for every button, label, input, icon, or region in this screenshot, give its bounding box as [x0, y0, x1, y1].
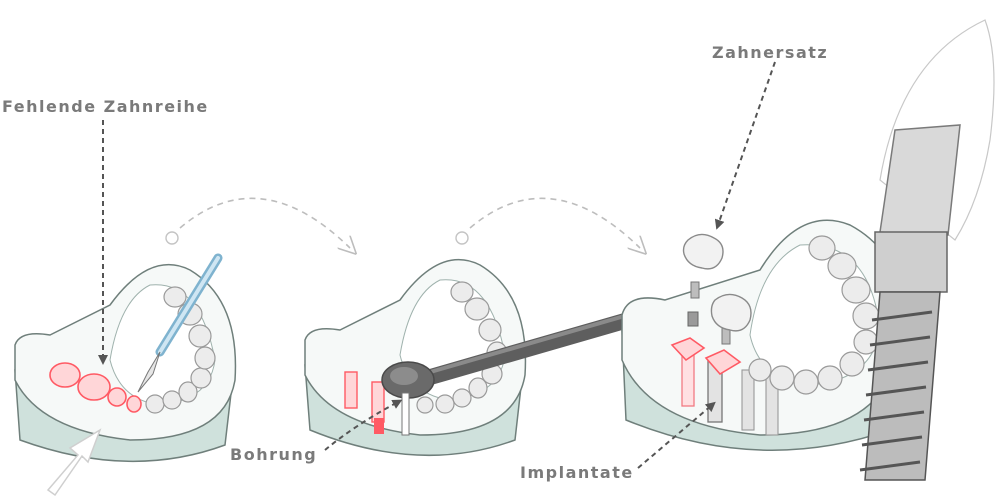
label-missing-teeth: Fehlende Zahnreihe	[2, 97, 209, 116]
transition-arrow-2	[455, 197, 640, 248]
label-implants: Implantate	[520, 463, 634, 482]
implant-closeup-icon	[859, 19, 995, 481]
perspective-arrow	[46, 428, 102, 497]
transition-arrow-1	[165, 197, 350, 248]
denture-callout-arrow	[714, 61, 776, 230]
label-drilling: Bohrung	[230, 445, 317, 464]
missing-tooth-row	[49, 362, 142, 413]
crown-teeth	[682, 233, 752, 332]
remaining-teeth-stage-2	[416, 281, 508, 414]
remaining-teeth-stage-3	[748, 235, 880, 395]
implants-callout-arrow	[637, 401, 716, 469]
label-denture: Zahnersatz	[712, 43, 828, 62]
dental-drill-icon	[381, 310, 643, 436]
scalpel-icon	[137, 253, 223, 393]
